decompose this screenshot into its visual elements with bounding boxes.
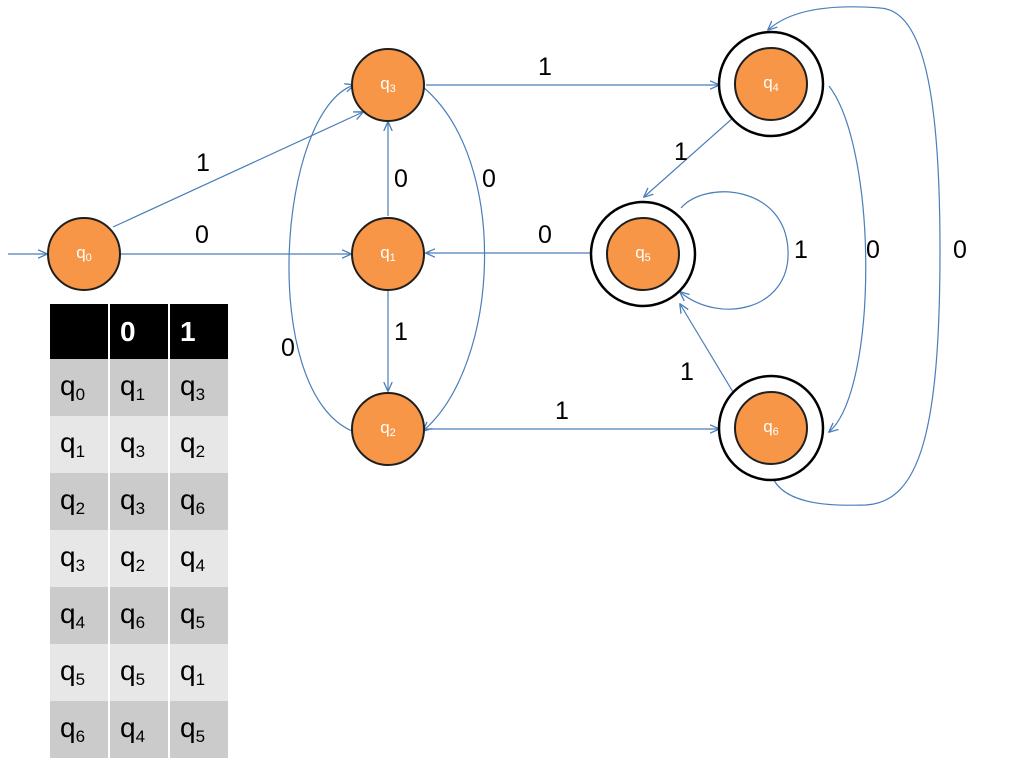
edge-q3-q4: 1 [426,53,719,85]
svg-text:q2: q2 [380,418,396,438]
edge-q0-q3: 1 [112,112,363,228]
edge-label-q2-q6: 1 [555,397,569,425]
table-cell-on-1: q3 [170,359,228,416]
table-cell-on-0: q6 [110,587,168,644]
edge-label-q5-q1: 0 [538,221,552,249]
table-cell-on-0: q3 [110,473,168,530]
table-header-corner [50,304,108,359]
table-cell-state: q4 [50,587,108,644]
svg-text:q5: q5 [635,243,651,263]
table-cell-on-0: q3 [110,416,168,473]
table-cell-on-1: q2 [170,416,228,473]
state-q4: q4 [717,30,825,138]
svg-text:q1: q1 [380,243,396,263]
table-cell-state: q2 [50,473,108,530]
edge-q2-q6: 1 [426,397,719,429]
table-cell-on-0: q5 [110,644,168,701]
table-cell-state: q0 [50,359,108,416]
edge-label-q3-q4: 1 [538,53,552,81]
table-row: q3 q2 q4 [50,530,228,587]
edge-label-q0-q1: 0 [195,221,209,249]
table-cell-on-0: q4 [110,701,168,758]
table-cell-on-1: q5 [170,587,228,644]
state-nodes: q0 q3 q1 q2 q4 q5 q6 [47,30,825,482]
edge-label-q6-q4: 0 [953,236,967,264]
edge-label-q1-q3: 0 [394,165,408,193]
svg-text:q4: q4 [763,73,779,93]
edge-q0-q1: 0 [121,221,351,254]
table-cell-state: q1 [50,416,108,473]
table-header-input-1: 1 [170,304,228,359]
edge-label-q4-q5: 1 [674,138,688,166]
table-row: q2 q3 q6 [50,473,228,530]
edge-q1-q3: 0 [388,122,408,216]
table-cell-state: q6 [50,701,108,758]
state-q6: q6 [717,374,825,482]
table-row: q4 q6 q5 [50,587,228,644]
svg-text:q6: q6 [763,417,779,437]
table-cell-on-1: q4 [170,530,228,587]
table-row: q6 q4 q5 [50,701,228,758]
edge-q5-q1: 0 [426,221,592,253]
table-cell-state: q5 [50,644,108,701]
edge-label-q4-q6: 0 [866,236,880,264]
table-row: q5 q5 q1 [50,644,228,701]
edge-label-q2-q3: 0 [281,334,295,362]
edge-q6-q4: 0 [768,6,967,506]
table-cell-on-1: q6 [170,473,228,530]
svg-text:q0: q0 [76,243,92,263]
state-q5: q5 [589,200,697,308]
state-q1: q1 [351,217,425,291]
svg-text:q3: q3 [380,74,396,94]
edge-label-q3-q2: 0 [482,165,496,193]
edge-q5-q5: 1 [680,191,808,310]
edge-q2-q3: 0 [281,85,354,432]
edge-label-q1-q2: 1 [394,318,408,346]
edge-label-q0-q3: 1 [196,149,210,177]
table-header-row: 0 1 [50,304,228,359]
table-row: q1 q3 q2 [50,416,228,473]
state-q2: q2 [351,392,425,466]
edge-q4-q5: 1 [644,116,735,197]
state-q0: q0 [47,217,121,291]
table-row: q0 q1 q3 [50,359,228,416]
edge-label-q6-q5: 1 [680,358,694,386]
edge-q6-q5: 1 [680,304,734,393]
table-cell-on-0: q1 [110,359,168,416]
state-q3: q3 [351,48,425,122]
table-cell-on-1: q1 [170,644,228,701]
edge-q4-q6: 0 [829,85,880,432]
table-cell-on-1: q5 [170,701,228,758]
transition-edges: 1 0 0 1 0 0 1 1 [8,6,967,506]
table-cell-on-0: q2 [110,530,168,587]
transition-table: 0 1 q0 q1 q3 q1 q3 q2 q2 q3 q6 q3 q2 q4 … [48,304,230,758]
edge-q3-q2: 0 [423,86,496,431]
table-cell-state: q3 [50,530,108,587]
edge-label-q5-q5: 1 [794,236,808,264]
table-header-input-0: 0 [110,304,168,359]
edge-q1-q2: 1 [388,291,408,391]
